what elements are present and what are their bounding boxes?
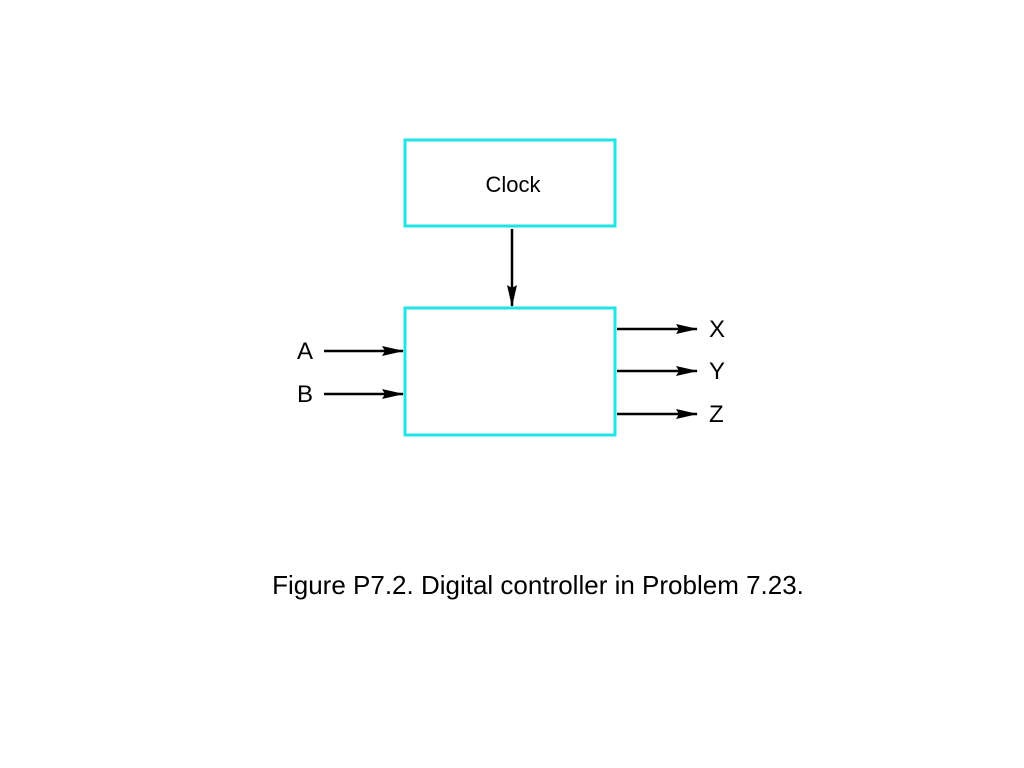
input-a-label: A (297, 338, 313, 365)
output-x-label: X (709, 316, 725, 343)
clock-label: Clock (485, 172, 541, 197)
output-z-label: Z (709, 401, 724, 428)
figure-caption: Figure P7.2. Digital controller in Probl… (272, 570, 804, 600)
input-b-label: B (297, 381, 313, 408)
output-y-label: Y (709, 358, 725, 385)
clock-block (403, 138, 617, 228)
controller-block (403, 306, 617, 437)
